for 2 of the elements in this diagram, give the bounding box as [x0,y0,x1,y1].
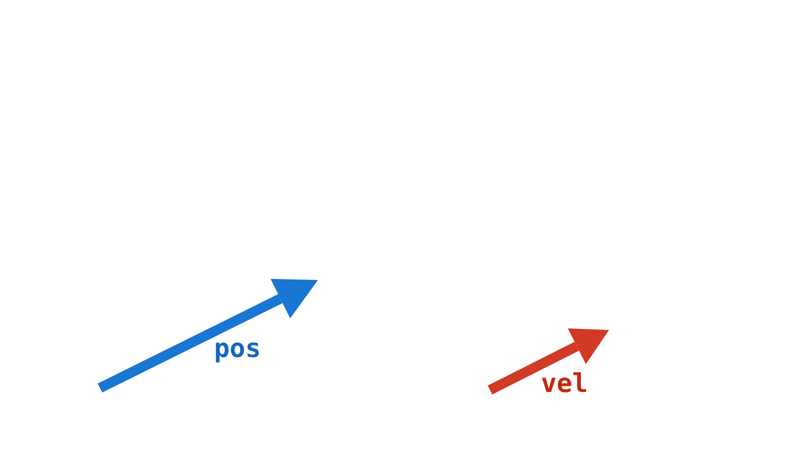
vector-label: pos [214,336,261,362]
vector-label: vel [541,371,588,397]
